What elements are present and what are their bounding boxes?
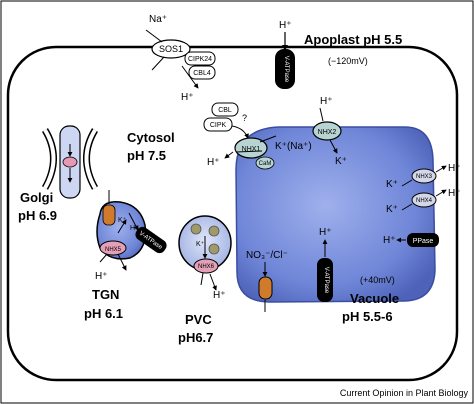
tgn-h-ion-out-label: H⁺ <box>95 271 108 282</box>
pvc-label: PVC <box>185 312 212 327</box>
pm-v-atpase-label: V-ATPase <box>283 56 289 83</box>
apoplast-label: Apoplast pH 5.5 <box>304 32 402 47</box>
cbl-sensor: CBL <box>211 102 239 117</box>
nhx4-antiporter: NHX4 <box>401 189 447 211</box>
vac-v-atpase-h-ion-label: H⁺ <box>319 227 332 238</box>
cipk24-kinase: CIPK24 <box>184 51 216 66</box>
cam-label: CaM <box>259 161 272 167</box>
vac-v-atpase-label: V-ATPase <box>323 267 329 294</box>
vacuole-potential: (+40mV) <box>360 275 395 285</box>
pvc-ph-label: pH6.7 <box>178 330 213 345</box>
tgn-label: TGN <box>92 287 119 302</box>
nhx3-h-ion-label: H⁺ <box>448 163 461 174</box>
vacuole <box>235 126 436 303</box>
nhx4-k-ion-label: K⁺ <box>386 204 398 215</box>
sos1-h-ion-label: H⁺ <box>181 92 194 103</box>
ppase-h-ion-label: H⁺ <box>383 235 396 246</box>
pm-h-ion-label: H⁺ <box>279 20 292 31</box>
nhx1-antiporter: NHX1 CaM <box>224 135 277 170</box>
plasma-membrane-v-atpase: V-ATPase <box>275 32 295 89</box>
pvc-nhx6-label: NHX6 <box>198 264 215 270</box>
anion-channel <box>258 262 273 312</box>
pvc-k-ion-label: K⁺ <box>196 241 205 248</box>
nhx1-k-na-ion-label: K⁺(Na⁺) <box>275 141 312 152</box>
cbl4-label: CBL4 <box>193 70 211 77</box>
sos1-label: SOS1 <box>159 44 183 54</box>
nhx3-k-ion-label: K⁺ <box>386 179 398 190</box>
no3-cl-ion-label: NO₃⁻/Cl⁻ <box>246 250 288 261</box>
apoplast-potential: (−120mV) <box>328 56 368 66</box>
nhx2-h-ion-label: H⁺ <box>320 96 333 107</box>
sos1-na-ion-label: Na⁺ <box>149 14 167 25</box>
cbl4-sensor: CBL4 <box>188 65 216 80</box>
pvc-vesicle: NHX6 <box>178 215 232 291</box>
golgi-stack <box>41 125 99 199</box>
cipk24-label: CIPK24 <box>188 56 212 63</box>
golgi-ph-label: pH 6.9 <box>18 208 57 223</box>
nhx1-h-ion-label: H⁺ <box>207 157 220 168</box>
vacuole-v-atpase: V-ATPase <box>317 239 333 302</box>
golgi-label: Golgi <box>20 190 53 205</box>
cbl-label: CBL <box>218 107 232 114</box>
tgn-vesicle: NHX5 V-ATPase <box>96 190 167 271</box>
vacuole-label: Vacuole <box>350 291 399 306</box>
nhx3-label: NHX3 <box>416 174 433 180</box>
nhx2-k-ion-label: K⁺ <box>335 156 347 167</box>
nhx2-label: NHX2 <box>318 129 337 136</box>
question-mark: ? <box>242 113 247 123</box>
cipk-label: CIPK <box>210 122 227 129</box>
ppase-label: PPase <box>413 238 434 245</box>
nhx3-antiporter: NHX3 <box>401 165 447 187</box>
tgn-ph-label: pH 6.1 <box>84 306 123 321</box>
ppase-pump: PPase <box>396 233 439 247</box>
tgn-h-ion-label: H⁺ <box>130 225 139 232</box>
pvc-h-ion-label: H⁺ <box>213 290 226 301</box>
source-credit: Current Opinion in Plant Biology <box>340 388 469 398</box>
nhx4-h-ion-label: H⁺ <box>448 188 461 199</box>
cipk-kinase: CIPK <box>203 117 233 132</box>
nhx2-antiporter: NHX2 <box>312 107 342 154</box>
tgn-nhx5-label: NHX5 <box>105 247 122 253</box>
nhx1-label: NHX1 <box>242 146 261 153</box>
cytosol-label: Cytosol <box>127 130 175 145</box>
tgn-k-ion-label: K⁺ <box>118 217 127 224</box>
nhx4-label: NHX4 <box>416 198 433 204</box>
cytosol-ph-label: pH 7.5 <box>127 148 166 163</box>
vacuole-ph-label: pH 5.5-6 <box>342 309 393 324</box>
